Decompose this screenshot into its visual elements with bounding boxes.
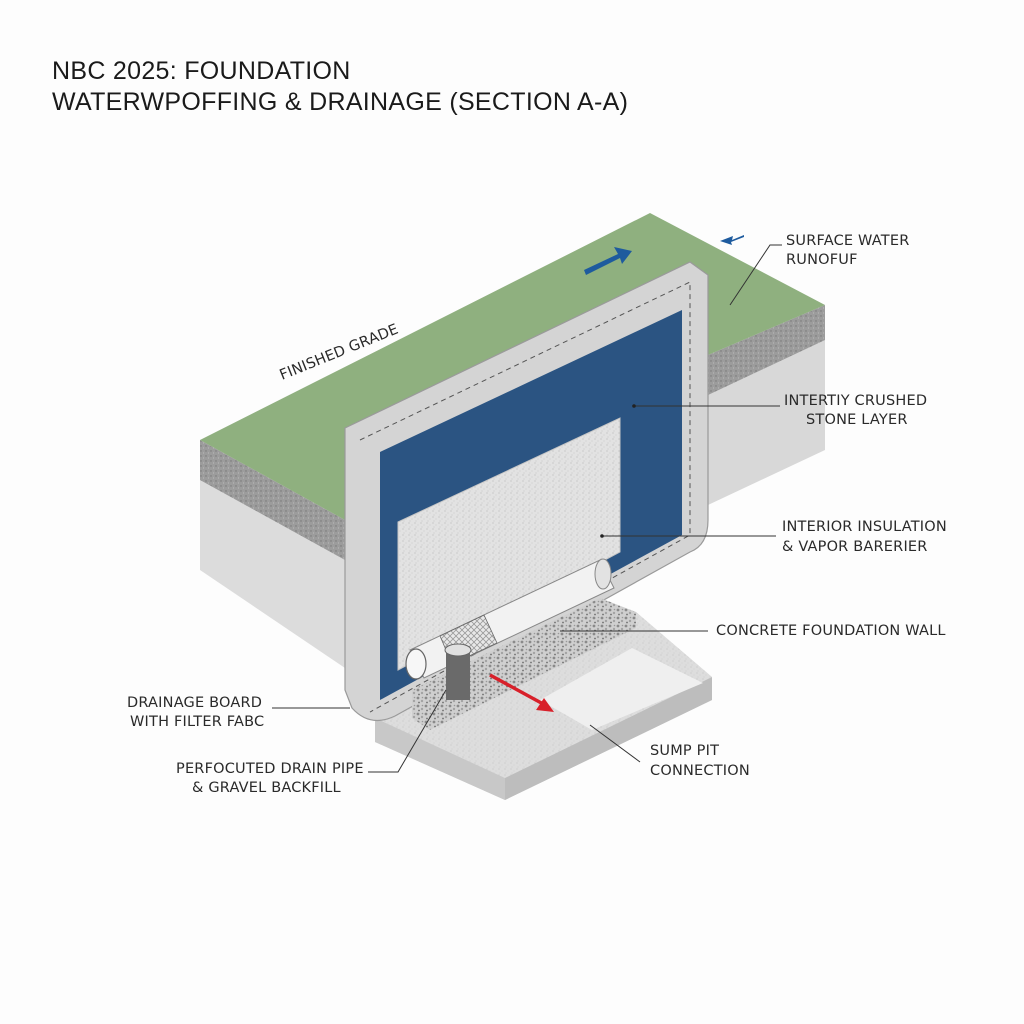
- surface-water-arrow-large: [584, 247, 632, 275]
- label-sump-pit: SUMP PIT CONNECTION: [589, 724, 750, 779]
- perforated-drain-pipe: [405, 558, 615, 700]
- label-crushed-stone: INTERTIY CRUSHED STONE LAYER: [632, 393, 927, 428]
- surface-water-arrow-small: [720, 235, 744, 245]
- svg-text:CONNECTION: CONNECTION: [650, 763, 750, 779]
- svg-text:CONCRETE FOUNDATION WALL: CONCRETE FOUNDATION WALL: [716, 623, 946, 639]
- svg-text:& VAPOR BARERIER: & VAPOR BARERIER: [782, 539, 928, 555]
- label-surface-water: SURFACE WATER RUNOFUF: [729, 233, 910, 306]
- svg-text:RUNOFUF: RUNOFUF: [786, 252, 858, 268]
- label-drain-pipe: PERFOCUTED DRAIN PIPE & GRAVEL BACKFILL: [176, 689, 447, 796]
- title-line-2: WATERWPOFFING & DRAINAGE (SECTION A-A): [52, 88, 629, 116]
- title-line-1: NBC 2025: FOUNDATION: [52, 57, 351, 85]
- svg-text:INTERIOR INSULATION: INTERIOR INSULATION: [782, 519, 947, 535]
- svg-text:SURFACE WATER: SURFACE WATER: [786, 233, 910, 249]
- interior-insulation-panel: [397, 417, 621, 671]
- svg-text:INTERTIY CRUSHED: INTERTIY CRUSHED: [784, 393, 927, 409]
- svg-text:STONE LAYER: STONE LAYER: [806, 412, 908, 428]
- soil-block-left: [200, 440, 345, 668]
- svg-text:DRAINAGE BOARD: DRAINAGE BOARD: [127, 695, 262, 711]
- soil-block-right: [708, 305, 825, 505]
- label-concrete-foundation-wall: CONCRETE FOUNDATION WALL: [560, 623, 946, 639]
- svg-text:& GRAVEL BACKFILL: & GRAVEL BACKFILL: [192, 780, 341, 796]
- label-drainage-board: DRAINAGE BOARD WITH FILTER FABC: [127, 695, 350, 730]
- svg-text:SUMP PIT: SUMP PIT: [650, 743, 719, 759]
- label-interior-insulation: INTERIOR INSULATION & VAPOR BARERIER: [600, 519, 947, 555]
- svg-text:PERFOCUTED DRAIN PIPE: PERFOCUTED DRAIN PIPE: [176, 761, 364, 777]
- svg-text:WITH FILTER FABC: WITH FILTER FABC: [130, 714, 264, 730]
- diagram-title: NBC 2025: FOUNDATION WATERWPOFFING & DRA…: [52, 56, 628, 118]
- sump-flow-arrow: [489, 673, 554, 712]
